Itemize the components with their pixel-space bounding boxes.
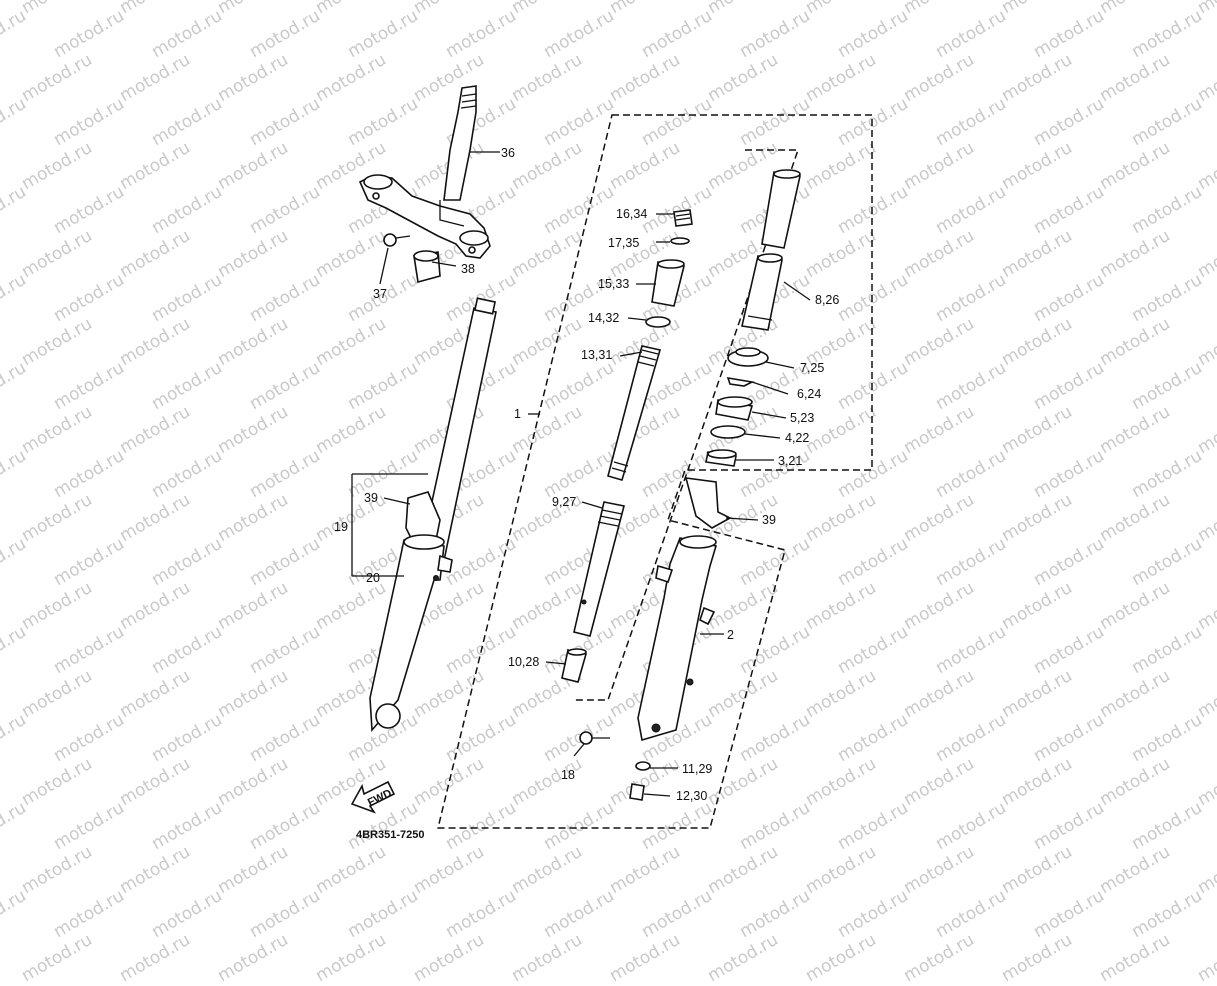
callout-2: 2 — [727, 628, 734, 642]
callout-39-right: 39 — [762, 513, 776, 527]
part-7-dust-seal — [727, 347, 769, 367]
callout-37: 37 — [373, 287, 387, 301]
part-8-upper-tube — [761, 169, 801, 249]
callout-14-32: 14,32 — [588, 311, 619, 325]
callout-38: 38 — [461, 262, 475, 276]
callout-7-25: 7,25 — [800, 361, 824, 375]
watermark-text: motod.ru — [312, 929, 390, 986]
callout-36: 36 — [501, 146, 515, 160]
callout-13-31: 13,31 — [581, 348, 612, 362]
callout-8-26: 8,26 — [815, 293, 839, 307]
callout-15-33: 15,33 — [598, 277, 629, 291]
part-3-bushing — [705, 449, 737, 467]
callout-5-23: 5,23 — [790, 411, 814, 425]
part-11-washer — [635, 761, 651, 771]
callout-6-24: 6,24 — [797, 387, 821, 401]
watermark-text: motod.ru — [1096, 929, 1174, 986]
part-12-bolt — [629, 783, 645, 801]
bolt-37 — [383, 233, 411, 247]
watermark-text: motod.ru — [900, 929, 978, 986]
part-5-oil-seal — [715, 396, 754, 421]
watermark-text: motod.ru — [508, 929, 586, 986]
callout-11-29: 11,29 — [682, 762, 712, 776]
watermark-text: motod.ru — [802, 929, 880, 986]
leader-lines — [351, 151, 811, 797]
fwd-arrow-icon: FWD — [350, 780, 396, 814]
assembly-boundary — [437, 114, 873, 829]
callout-labels: 36 38 37 39 19 20 1 16,34 17,35 15,33 14… — [334, 146, 839, 803]
callout-4-22: 4,22 — [785, 431, 809, 445]
cap-38 — [413, 250, 441, 284]
watermark-text: motod.ru — [18, 929, 96, 986]
watermark-text: motod.ru — [998, 929, 1076, 986]
part-10-collar — [561, 648, 588, 683]
watermark-text: motod.ru — [704, 929, 782, 986]
callout-19: 19 — [334, 520, 348, 534]
part-39-right-guard — [684, 477, 732, 529]
callout-9-27: 9,27 — [552, 495, 576, 509]
callout-12-30: 12,30 — [676, 789, 707, 803]
left-fork-assembly — [369, 297, 497, 733]
part-17-oring — [670, 237, 690, 245]
part-2-outer-tube — [637, 535, 718, 742]
part-13-damper-rod — [607, 345, 662, 481]
watermark-text: motod.ru — [1194, 929, 1217, 986]
watermark-text: motod.ru — [606, 929, 684, 986]
callout-16-34: 16,34 — [616, 207, 647, 221]
callout-20: 20 — [366, 571, 380, 585]
part-8-lower-tube — [741, 253, 783, 331]
part-16-bolt — [673, 209, 693, 227]
callout-3-21: 3,21 — [778, 454, 802, 468]
diagram-code: 4BR351-7250 — [356, 829, 425, 841]
part-15-spacer — [651, 259, 685, 307]
callout-17-35: 17,35 — [608, 236, 639, 250]
callout-1: 1 — [514, 407, 521, 421]
inner-boundary — [575, 149, 800, 701]
watermark-text: motod.ru — [116, 929, 194, 986]
watermark-text: motod.ru — [410, 929, 488, 986]
front-fork-exploded-diagram: 36 38 37 39 19 20 1 16,34 17,35 15,33 14… — [334, 85, 873, 841]
part-6-clip — [726, 376, 755, 387]
callout-10-28: 10,28 — [508, 655, 539, 669]
watermark-text: motod.ru — [214, 929, 292, 986]
part-18-bolt — [579, 731, 610, 745]
callout-39-left: 39 — [364, 491, 378, 505]
part-4-washer — [710, 425, 746, 439]
part-14-washer — [645, 316, 671, 328]
part-9-rod — [573, 501, 625, 637]
steering-stem-assembly — [358, 85, 491, 259]
callout-18: 18 — [561, 768, 575, 782]
